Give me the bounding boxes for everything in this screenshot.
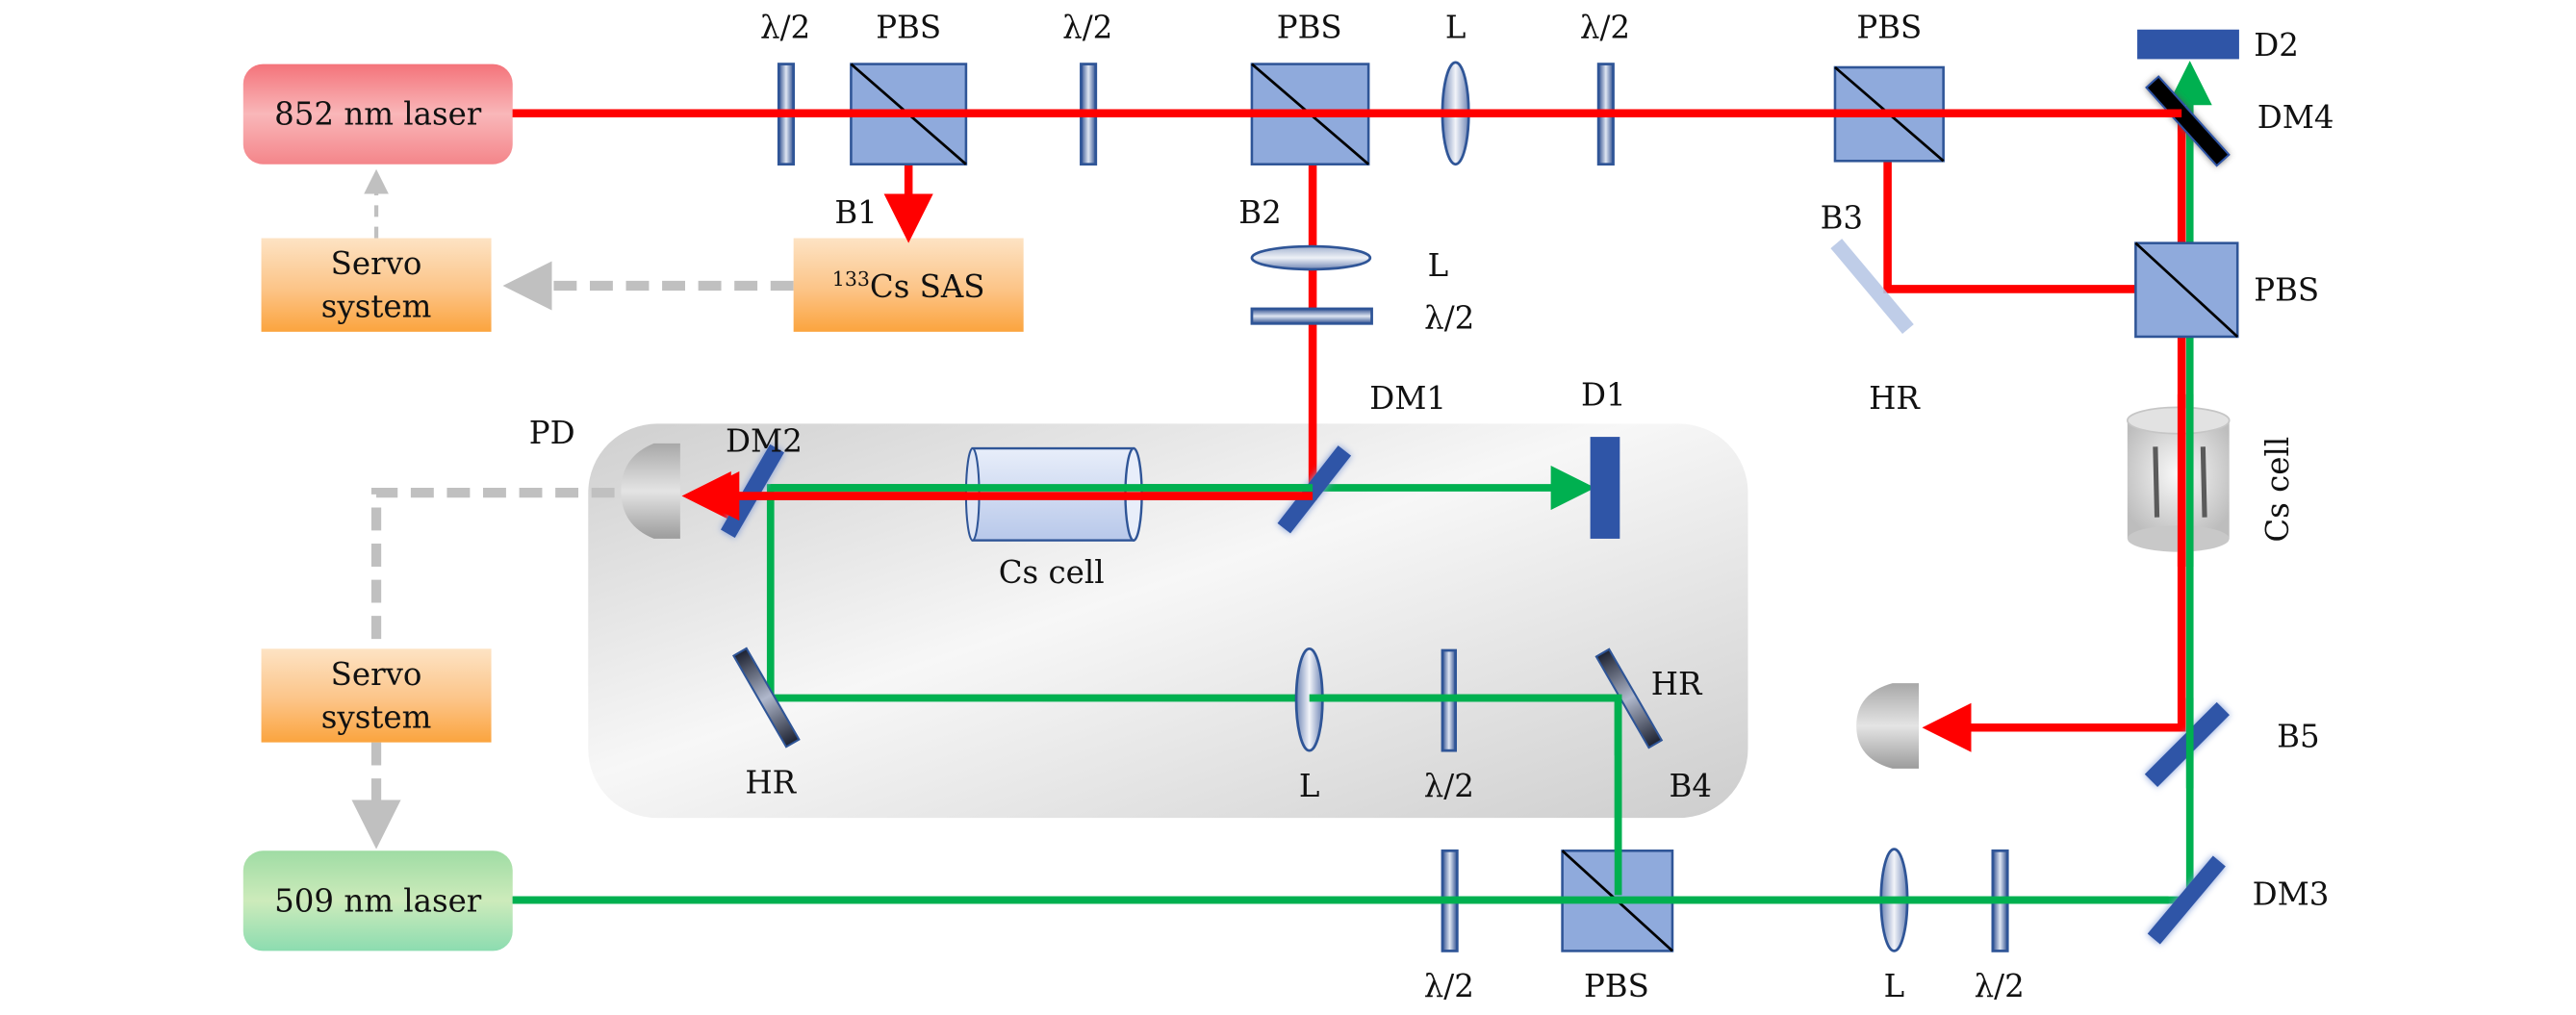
- label-cs-cell-right: Cs cell: [2259, 437, 2296, 543]
- mirror-icon: [2147, 855, 2226, 945]
- servo-top-label-line1: Servo: [331, 245, 422, 282]
- hr-mirror-right: HR B4: [1594, 647, 1712, 804]
- detector-d2: D2: [2137, 27, 2299, 63]
- right-pbs: PBS: [2134, 241, 2319, 339]
- beam-dump-icon: [2137, 29, 2239, 60]
- cs-sas-box: 133Cs SAS: [793, 238, 1024, 332]
- enclosure-panel: [588, 423, 1748, 819]
- label-top-hwp2: λ/2: [1062, 9, 1112, 45]
- top-lens: L: [1441, 9, 1470, 166]
- label-inner-hwp: λ/2: [1424, 768, 1474, 804]
- label-dm2: DM2: [726, 422, 803, 459]
- photodetector-icon: [621, 443, 680, 539]
- label-top-pbs3: PBS: [1856, 9, 1922, 45]
- top-half-wave-plate-1: λ/2: [760, 9, 810, 166]
- label-top-hwp3: λ/2: [1580, 9, 1630, 45]
- half-wave-plate-icon: [1250, 307, 1373, 325]
- bottom-half-wave-plate-2: λ/2: [1975, 849, 2025, 1004]
- label-pd: PD: [529, 415, 575, 451]
- label-bottom-pbs: PBS: [1584, 968, 1649, 1004]
- label-top-lens: L: [1445, 9, 1467, 45]
- feedback-paths: [351, 168, 794, 850]
- label-dm4: DM4: [2257, 99, 2334, 136]
- label-dm1: DM1: [1369, 380, 1446, 417]
- top-pbs-3: PBS: [1833, 9, 1945, 163]
- laser-852-label: 852 nm laser: [274, 96, 482, 133]
- dichroic-mirror-dm3: DM3: [2147, 855, 2330, 945]
- dichroic-mirror-dm1: DM1: [1277, 380, 1446, 534]
- label-b2-hwp: λ/2: [1424, 299, 1474, 336]
- beam-dump-icon: [1590, 437, 1620, 539]
- lens-icon: [1250, 244, 1372, 271]
- detector-d1: D1: [1581, 377, 1626, 539]
- servo-system-top-box: Servo system: [261, 238, 492, 332]
- beam-splitter-b5: B5: [2144, 701, 2320, 787]
- label-hr-right: HR: [1651, 666, 1703, 702]
- label-hr-left: HR: [745, 765, 797, 801]
- label-b5: B5: [2277, 719, 2319, 755]
- inner-half-wave-plate: λ/2: [1424, 648, 1474, 804]
- label-bottom-lens: L: [1884, 968, 1905, 1004]
- label-hr-top: HR: [1869, 380, 1921, 417]
- mirror-icon: [732, 647, 801, 749]
- dichroic-mirror-dm4: DM4: [2145, 75, 2334, 167]
- b2-lens: L: [1250, 244, 1449, 284]
- label-cs-cell-center: Cs cell: [999, 554, 1105, 591]
- servo-bottom-label-line1: Servo: [331, 656, 422, 693]
- b2-half-wave-plate: λ/2: [1250, 299, 1474, 336]
- feedback-pd-to-servo: [370, 488, 615, 649]
- servo-system-bottom-box: Servo system: [261, 648, 492, 743]
- laser-509-box: 509 nm laser: [242, 850, 513, 952]
- servo-bottom-label-line2: system: [321, 698, 432, 735]
- servo-top-label-line2: system: [321, 288, 432, 324]
- label-bottom-hwp2: λ/2: [1975, 968, 2025, 1004]
- label-d1: D1: [1581, 377, 1626, 414]
- label-top-pbs1: PBS: [876, 9, 941, 45]
- bottom-half-wave-plate-1: λ/2: [1424, 849, 1474, 1004]
- top-half-wave-plate-2: λ/2: [1062, 9, 1112, 166]
- label-b4: B4: [1670, 768, 1712, 804]
- mirror-icon: [1830, 239, 1914, 334]
- hr-mirror-top: HR: [1830, 239, 1921, 417]
- label-b3: B3: [1821, 199, 1863, 236]
- top-pbs-1: PBS: [850, 9, 968, 165]
- laser-509-label: 509 nm laser: [274, 882, 482, 919]
- hr-mirror-left: HR: [732, 647, 801, 801]
- mirror-icon: [2145, 75, 2231, 167]
- cs-cell-right: Cs cell: [2126, 406, 2296, 552]
- top-half-wave-plate-3: λ/2: [1580, 9, 1630, 166]
- label-b2-lens: L: [1428, 247, 1449, 284]
- label-inner-lens: L: [1299, 768, 1320, 804]
- mirror-icon: [1594, 647, 1664, 749]
- label-top-hwp1: λ/2: [760, 9, 810, 45]
- top-pbs-2: PBS: [1250, 9, 1370, 165]
- label-dm3: DM3: [2253, 876, 2330, 913]
- photodetector-icon: [1856, 683, 1920, 769]
- label-b1: B1: [834, 194, 877, 231]
- bottom-lens: L: [1879, 848, 1909, 1004]
- mirror-icon: [1277, 445, 1352, 534]
- inner-lens: L: [1294, 647, 1324, 804]
- label-bottom-hwp1: λ/2: [1424, 968, 1474, 1004]
- photodetector-pd: PD: [529, 415, 680, 539]
- laser-852-box: 852 nm laser: [242, 63, 513, 165]
- label-b2: B2: [1238, 194, 1281, 231]
- label-right-pbs: PBS: [2254, 271, 2319, 308]
- cs-sas-label: 133Cs SAS: [832, 267, 985, 305]
- label-top-pbs2: PBS: [1277, 9, 1342, 45]
- photodetector-right: [1856, 683, 1920, 769]
- label-d2: D2: [2254, 27, 2299, 63]
